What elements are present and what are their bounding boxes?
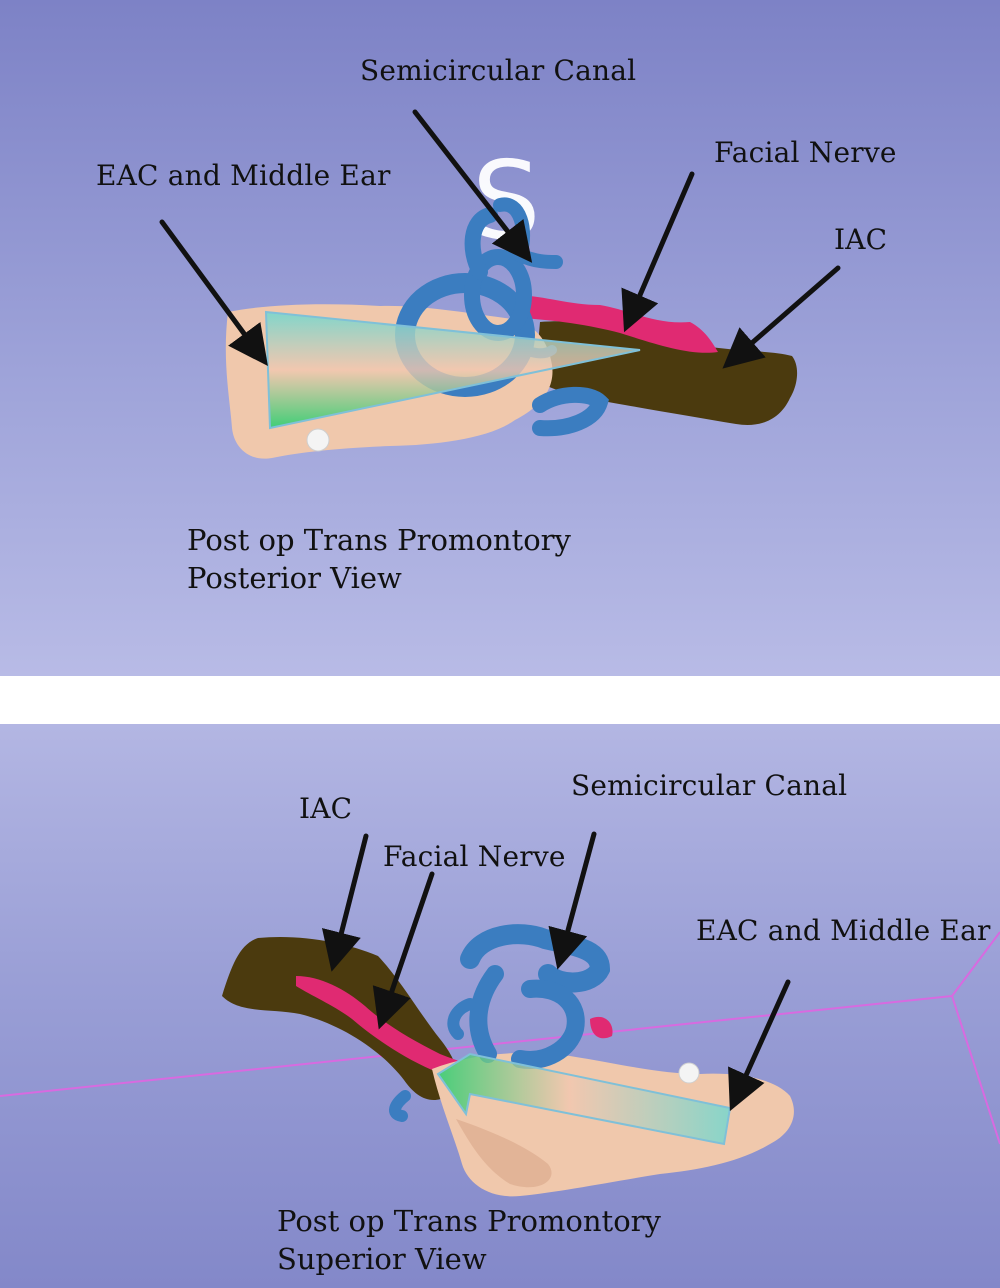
reference-sphere xyxy=(306,428,330,452)
iac-structure xyxy=(222,936,458,1101)
label-arrows xyxy=(322,831,791,1112)
reference-sphere xyxy=(678,1062,700,1084)
semicircular-canal-structure xyxy=(389,924,611,1122)
arrow-facial-nerve xyxy=(621,171,695,333)
facial-nerve-structure xyxy=(505,295,718,353)
posterior-view-panel: S Semicircular Canal Facial Ne xyxy=(0,0,1000,676)
label-facial-nerve: Facial Nerve xyxy=(714,136,897,169)
arrow-semicircular-canal xyxy=(548,831,597,970)
label-eac-middle-ear: EAC and Middle Ear xyxy=(696,914,991,947)
caption-superior-view: Post op Trans Promontory Superior View xyxy=(277,1204,661,1276)
arrow-iac xyxy=(322,833,369,972)
bone-lower-shelf xyxy=(456,1119,552,1188)
superior-view-panel: IAC Facial Nerve Semicircular Canal EAC … xyxy=(0,724,1000,1288)
trajectory-wedge xyxy=(436,1052,732,1146)
trajectory-wedge xyxy=(264,310,641,430)
label-semicircular-canal: Semicircular Canal xyxy=(360,54,637,87)
arrow-iac xyxy=(722,265,841,369)
arrow-semicircular-canal xyxy=(412,109,533,263)
label-iac: IAC xyxy=(834,223,888,256)
label-eac-middle-ear: EAC and Middle Ear xyxy=(96,159,391,192)
label-arrows xyxy=(159,109,841,369)
label-facial-nerve: Facial Nerve xyxy=(383,840,566,873)
label-semicircular-canal: Semicircular Canal xyxy=(571,769,848,802)
arrow-facial-nerve xyxy=(372,871,435,1030)
caption-posterior-view: Post op Trans Promontory Posterior View xyxy=(187,523,571,595)
superior-view-scene xyxy=(0,831,1000,1197)
arrow-eac-middle-ear xyxy=(728,979,791,1112)
arrow-eac-middle-ear xyxy=(159,219,268,367)
label-iac: IAC xyxy=(299,792,353,825)
posterior-view-scene: S xyxy=(159,109,841,459)
facial-nerve-branch xyxy=(590,1016,613,1039)
